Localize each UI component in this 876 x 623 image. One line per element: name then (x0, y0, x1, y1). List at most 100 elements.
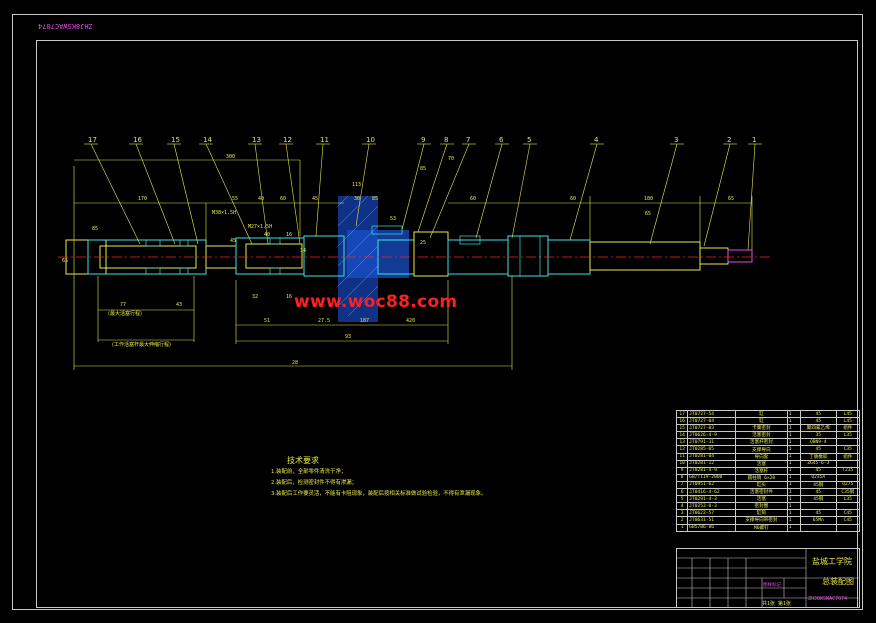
piston-stroke-note: (最大活塞行程) (108, 310, 142, 317)
bom-cell-mat: 45 (800, 409, 837, 419)
balloon-16: 16 (133, 136, 142, 144)
bom-cell-name: 缸 (734, 417, 788, 426)
bom-cell-code: JT0281-12 (687, 459, 736, 468)
bom-cell-qty: 1 (786, 480, 802, 490)
bom-cell-qty: 1 (786, 459, 802, 468)
title-block-grid (676, 548, 860, 608)
bom-cell-qty: 1 (786, 495, 802, 504)
dimension-label: 55 (232, 196, 238, 202)
balloon-4: 4 (594, 136, 599, 144)
bom-cell-code: JT0253-0-3 (687, 502, 736, 511)
leader-6 (475, 143, 503, 239)
balloon-14: 14 (203, 136, 212, 144)
bom-cell-name: 导向套 (734, 452, 788, 461)
dimension-label: 170 (138, 196, 147, 202)
bom-cell-mat (800, 502, 837, 511)
bom-cell-name: 密封圈 (734, 502, 788, 511)
balloon-2: 2 (727, 136, 731, 144)
bom-cell-code: JT0951-62 (687, 480, 736, 490)
bom-cell-mat: 45 (800, 417, 837, 426)
dimension-label: 30 (354, 196, 360, 202)
bom-cell-code: JT0791-31 (687, 438, 736, 447)
balloon-13: 13 (252, 136, 261, 144)
drawing-code: ZHJ8KSWAC7074 (808, 596, 848, 602)
bom-cell-no: 13 (675, 438, 689, 447)
balloon-8: 8 (444, 136, 448, 144)
leader-15 (173, 143, 199, 245)
bom-cell-code: GB5786-86 (687, 523, 736, 532)
bom-cell-name: 卡簧密封 (734, 424, 788, 433)
bom-cell-note (835, 502, 861, 511)
dimension-label: 27.5 (318, 318, 330, 324)
dimension-label: 40 (264, 232, 270, 238)
bom-cell-mat: 45 (800, 445, 837, 454)
balloon-1: 1 (752, 136, 756, 144)
bom-cell-note: L45 (835, 409, 861, 419)
leader-9 (401, 143, 425, 231)
dimension-label: 40 (258, 196, 264, 202)
outer-border (12, 14, 863, 610)
balloon-11: 11 (320, 136, 329, 144)
bom-cell-note (835, 438, 861, 447)
bom-cell-code: JT0626-4-9 (687, 431, 736, 440)
balloon-6: 6 (499, 136, 504, 144)
leader-11 (315, 143, 324, 237)
bom-cell-qty: 1 (786, 417, 802, 426)
dimension-label: 32 (252, 294, 258, 300)
bom-cell-qty: 1 (786, 488, 802, 497)
bom-cell-code: JT0727-54 (687, 409, 736, 419)
hatch-region (337, 195, 409, 322)
bom-cell-mat: 65Mn (800, 516, 837, 525)
dimension-label: 60 (280, 196, 286, 202)
bom-cell-note: 组件 (835, 424, 861, 433)
leader-16 (135, 143, 176, 245)
balloon-9: 9 (421, 136, 425, 144)
leader-10 (355, 143, 370, 227)
drawing-frame (36, 40, 858, 608)
balloon-7: 7 (466, 136, 470, 144)
leader-3 (649, 143, 678, 245)
bom-cell-note: L45 (835, 417, 861, 426)
bom-cell-name: M6螺钉 (734, 523, 788, 532)
bom-cell-mat: ZG45-6-3 (800, 459, 837, 468)
bom-cell-name: 缸筒 (734, 509, 788, 518)
leader-7 (429, 143, 470, 239)
bom-cell-qty: 1 (786, 502, 802, 511)
bom-cell-name: 活塞密封 (734, 431, 788, 440)
bom-cell-mat: 45 (800, 488, 837, 497)
leader-1 (747, 143, 756, 251)
bom-cell-no: 1 (675, 523, 689, 532)
balloon-12: 12 (283, 136, 292, 144)
bom-cell-name: 支撑导向 (734, 445, 788, 454)
dimension-label: 300 (226, 154, 235, 160)
bom-cell-code: JT0281-4-9 (687, 466, 736, 475)
technical-requirements: 技术要求 1.装配前，全部零件清洗干净； 2.装配后，检测密封件不得有渗漏； 3… (271, 455, 486, 500)
dimension-label: 28 (292, 360, 298, 366)
dimension-label: 65 (645, 211, 651, 217)
bom-cell-name: 圆柱销 6×20 (734, 473, 788, 482)
bom-cell-name: 活塞 (734, 495, 788, 504)
bom-cell-no: 12 (675, 445, 689, 454)
bom-cell-code: JT0631-51 (687, 516, 736, 525)
bom-cell-qty: 1 (786, 438, 802, 447)
leader-14 (205, 143, 253, 245)
bom-cell-name: 活塞密封件 (734, 488, 788, 497)
bom-cell-mat: 45钢 (800, 480, 837, 490)
bom-cell-mat: 45 (800, 466, 837, 475)
leader-12 (285, 143, 301, 245)
dimension-label: 60 (570, 196, 576, 202)
bom-cell-name: 支撑导向带密封 (734, 516, 788, 525)
bom-cell-note: L35 (835, 431, 861, 440)
bom-cell-note: 组件 (835, 452, 861, 461)
bom-cell-mat: 45 (800, 509, 837, 518)
bom-cell-note: C35钢 (835, 488, 861, 497)
bom-cell-note: C45 (835, 516, 861, 525)
